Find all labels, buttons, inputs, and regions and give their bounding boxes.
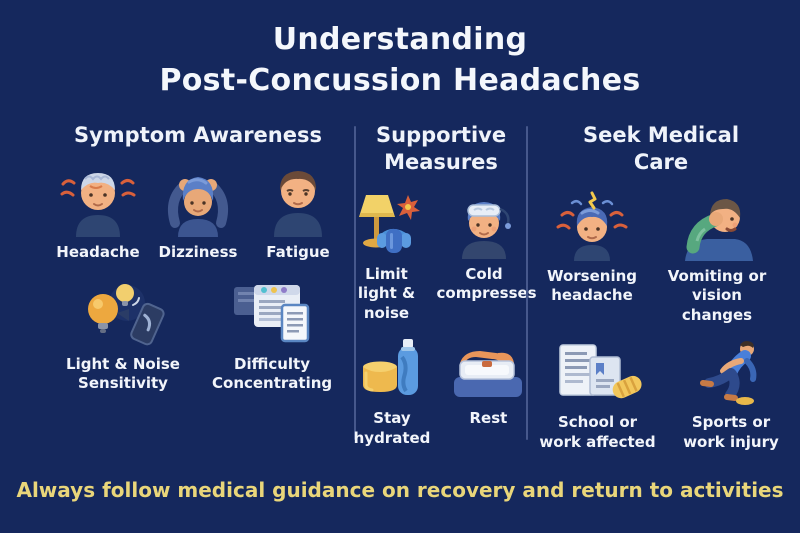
item-worsening-headache: Worsening headache xyxy=(544,189,640,306)
item-label: Cold compresses xyxy=(436,264,537,303)
item-school-work-affected: School or work affected xyxy=(539,339,657,452)
school-work-icon xyxy=(550,339,646,407)
item-label: Vomiting or vision changes xyxy=(667,266,767,324)
item-rest: Rest xyxy=(448,337,528,429)
item-stay-hydrated: Stay hydrated xyxy=(353,337,431,448)
limit-light-noise-icon xyxy=(351,189,423,259)
item-label: Headache xyxy=(56,243,140,262)
difficulty-concentrating-icon xyxy=(226,279,318,349)
vomiting-vision-icon xyxy=(669,189,765,261)
column-symptom-awareness: Symptom Awareness xyxy=(42,118,354,394)
column-header: Seek Medical Care xyxy=(582,123,740,175)
column-header: Supportive Measures xyxy=(376,123,507,175)
item-label: Limit light & noise xyxy=(357,264,416,322)
cold-compress-icon xyxy=(444,189,524,259)
item-vomiting-vision-changes: Vomiting or vision changes xyxy=(656,189,778,326)
item-limit-light-noise: Limit light & noise xyxy=(351,189,423,324)
page-title: Understanding Post-Concussion Headaches xyxy=(0,20,800,101)
item-fatigue: Fatigue xyxy=(248,161,348,263)
item-label: Worsening headache xyxy=(546,266,638,305)
item-headache: Headache xyxy=(48,161,148,263)
item-dizziness: Dizziness xyxy=(148,161,248,263)
item-label: Sports or work injury xyxy=(683,413,779,451)
title-line-2: Post-Concussion Headaches xyxy=(159,62,641,98)
column-divider xyxy=(526,126,528,440)
fatigue-icon xyxy=(260,161,336,238)
rest-icon xyxy=(448,337,528,403)
headache-icon xyxy=(60,161,136,238)
item-label: Fatigue xyxy=(266,243,330,262)
footer-guidance-text: Always follow medical guidance on recove… xyxy=(16,478,784,502)
column-supportive-measures: Supportive Measures xyxy=(353,118,537,448)
item-label: Rest xyxy=(469,409,508,428)
item-difficulty-concentrating: Difficulty Concentrating xyxy=(212,279,332,394)
stay-hydrated-icon xyxy=(356,337,428,403)
column-seek-medical-care: Seek Medical Care xyxy=(528,118,794,452)
light-noise-sensitivity-icon xyxy=(77,279,169,349)
column-divider xyxy=(354,126,356,440)
item-label: Dizziness xyxy=(158,243,238,262)
item-sports-work-injury: Sports or work injury xyxy=(679,339,784,452)
item-label: Difficulty Concentrating xyxy=(212,354,333,393)
columns-area: Symptom Awareness xyxy=(42,118,794,452)
title-line-1: Understanding xyxy=(272,22,528,57)
item-label: Stay hydrated xyxy=(353,409,431,447)
item-cold-compresses: Cold compresses xyxy=(436,189,537,304)
dizziness-icon xyxy=(160,161,236,238)
worsening-headache-icon xyxy=(544,189,640,261)
column-header: Symptom Awareness xyxy=(73,123,322,147)
sports-injury-icon xyxy=(683,339,779,407)
item-label: School or work affected xyxy=(539,413,656,451)
item-label: Light & Noise Sensitivity xyxy=(66,354,180,393)
item-light-noise-sensitivity: Light & Noise Sensitivity xyxy=(64,279,182,394)
